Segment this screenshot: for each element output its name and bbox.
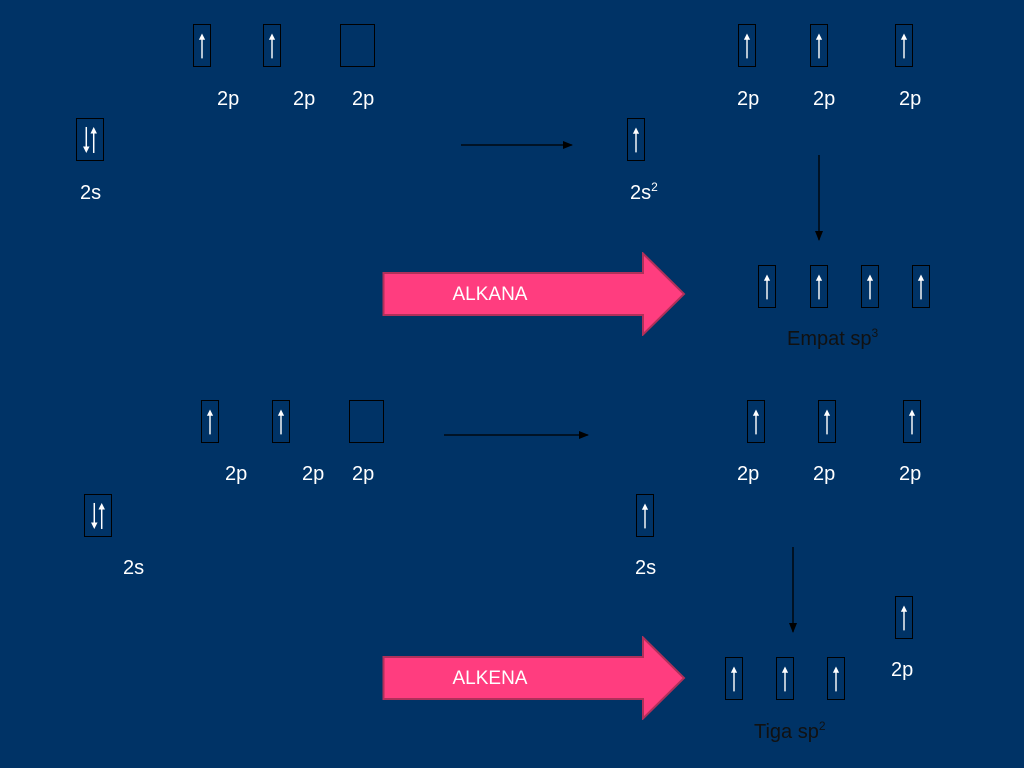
electron-spin: [900, 605, 908, 631]
orbital-label: 2p: [302, 463, 325, 485]
block-arrow-shape: [382, 252, 686, 336]
spin-up-arrow: [900, 605, 908, 631]
electron-spin: [900, 33, 908, 59]
spin-up-arrow: [815, 274, 823, 300]
orbital-label: 2p: [225, 463, 248, 485]
spin-up-arrow: [268, 33, 276, 59]
orbital-label: 2p: [891, 659, 914, 681]
orbital-box: [810, 24, 828, 67]
electron-spin: [198, 33, 206, 59]
spin-up-arrow: [781, 666, 789, 692]
orbital-label: 2p: [899, 88, 922, 110]
electron-spin: [815, 274, 823, 300]
hybrid-label: Empat sp3: [787, 326, 879, 350]
orbital-label: 2p: [217, 88, 240, 110]
orbital-label: 2p: [352, 463, 375, 485]
hybrid-orbital-box: [776, 657, 794, 700]
orbital-box: [895, 596, 913, 639]
spin-up-arrow: [900, 33, 908, 59]
orbital-box: [747, 400, 765, 443]
electron-spin: [268, 33, 276, 59]
spin-up-arrow: [866, 274, 874, 300]
orbital-label: 2s: [635, 557, 657, 579]
orbital-box: [895, 24, 913, 67]
spin-up-arrow: [277, 409, 285, 435]
alkana-block-arrow: ALKANA: [382, 252, 686, 336]
orbital-label: 2p: [737, 463, 760, 485]
orbital-box: [76, 118, 104, 161]
spin-up-arrow: [90, 126, 97, 153]
spin-up-arrow: [98, 502, 105, 529]
hybrid-orbital-box: [758, 265, 776, 308]
spin-down-arrow: [83, 126, 90, 153]
orbital-label: 2p: [899, 463, 922, 485]
electron-spin: [781, 666, 789, 692]
electron-spin: [350, 401, 383, 442]
arrow-label: ALKANA: [452, 284, 528, 305]
orbital-box: [263, 24, 281, 67]
spin-up-arrow: [730, 666, 738, 692]
spin-up-arrow: [743, 33, 751, 59]
spin-down-arrow: [91, 502, 98, 529]
spin-up-arrow: [917, 274, 925, 300]
hybrid-orbital-box: [912, 265, 930, 308]
orbital-box: [818, 400, 836, 443]
spin-up-arrow: [763, 274, 771, 300]
electron-spin: [83, 126, 97, 153]
spin-up-arrow: [206, 409, 214, 435]
electron-spin: [763, 274, 771, 300]
orbital-label: 2p: [737, 88, 760, 110]
electron-spin: [823, 409, 831, 435]
electron-spin: [908, 409, 916, 435]
electron-spin: [641, 503, 649, 529]
electron-spin: [917, 274, 925, 300]
orbital-box: [627, 118, 645, 161]
spin-up-arrow: [832, 666, 840, 692]
orbital-box: [349, 400, 384, 443]
electron-spin: [815, 33, 823, 59]
electron-spin: [752, 409, 760, 435]
spin-up-arrow: [752, 409, 760, 435]
alkena-block-arrow: ALKENA: [382, 636, 686, 720]
electron-spin: [730, 666, 738, 692]
orbital-label: 2p: [352, 88, 375, 110]
spin-up-arrow: [908, 409, 916, 435]
orbital-label: 2s: [80, 182, 102, 204]
block-arrow-shape: [382, 636, 686, 720]
orbital-box: [84, 494, 112, 537]
electron-spin: [206, 409, 214, 435]
arrow-label: ALKENA: [452, 668, 528, 689]
electron-spin: [277, 409, 285, 435]
orbital-box: [193, 24, 211, 67]
orbital-label: 2p: [813, 88, 836, 110]
orbital-box: [201, 400, 219, 443]
spin-up-arrow: [198, 33, 206, 59]
hybrid-orbital-box: [725, 657, 743, 700]
orbital-label: 2p: [813, 463, 836, 485]
hybrid-label: Tiga sp2: [754, 719, 826, 743]
electron-spin: [832, 666, 840, 692]
orbital-box: [636, 494, 654, 537]
electron-spin: [866, 274, 874, 300]
orbital-label: 2s2: [630, 180, 658, 204]
hybrid-orbital-box: [810, 265, 828, 308]
electron-spin: [91, 502, 105, 529]
orbital-label: 2p: [293, 88, 316, 110]
spin-up-arrow: [641, 503, 649, 529]
electron-spin: [743, 33, 751, 59]
orbital-box: [272, 400, 290, 443]
spin-up-arrow: [632, 127, 640, 153]
spin-up-arrow: [823, 409, 831, 435]
orbital-box: [738, 24, 756, 67]
orbital-label: 2s: [123, 557, 145, 579]
electron-spin: [632, 127, 640, 153]
spin-up-arrow: [815, 33, 823, 59]
electron-spin: [341, 25, 374, 66]
orbital-box: [340, 24, 375, 67]
hybrid-orbital-box: [827, 657, 845, 700]
hybrid-orbital-box: [861, 265, 879, 308]
orbital-box: [903, 400, 921, 443]
